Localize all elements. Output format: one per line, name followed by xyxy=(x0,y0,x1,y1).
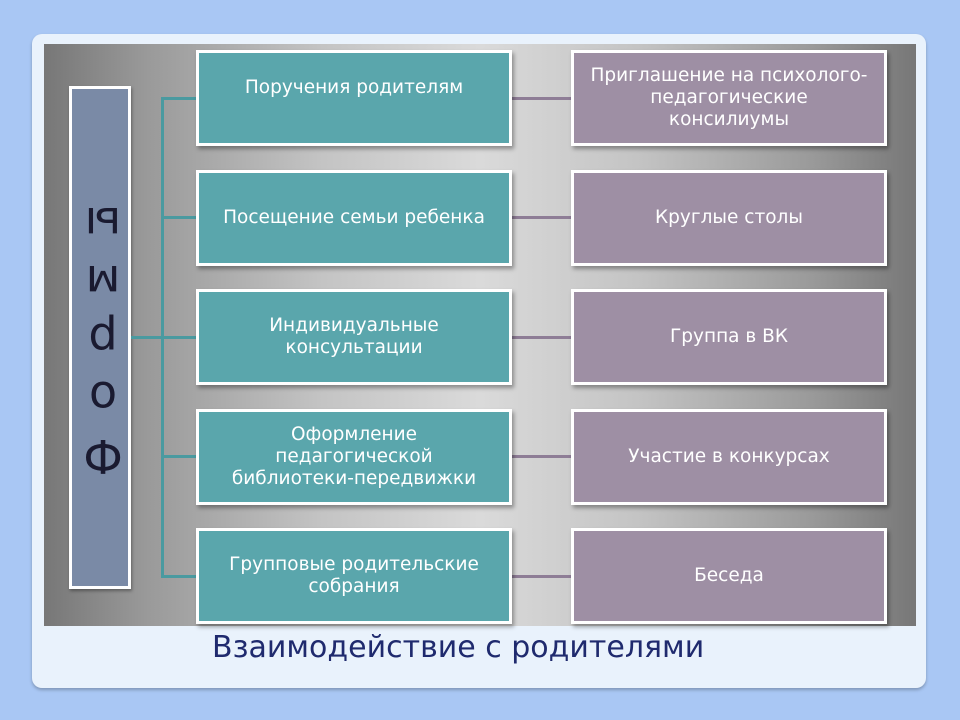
right-item: Круглые столы xyxy=(571,170,887,266)
right-item: Участие в конкурсах xyxy=(571,409,887,505)
right-item: Беседа xyxy=(571,528,887,624)
connector-pair xyxy=(512,97,573,100)
left-item: Оформление педагогической библиотеки-пер… xyxy=(196,409,512,505)
left-item: Индивидуальные консультации xyxy=(196,289,512,385)
vertical-label-char: м xyxy=(85,255,121,310)
connector-branch xyxy=(161,97,198,100)
vertical-label: Ф о р м ы xyxy=(72,89,134,592)
right-item: Группа в ВК xyxy=(571,289,887,385)
vertical-label-char: Ф xyxy=(83,429,123,484)
right-item: Приглашение на психолого-педагогические … xyxy=(571,50,887,146)
connector-branch xyxy=(161,336,198,339)
connector-pair xyxy=(512,575,573,578)
left-item: Посещение семьи ребенка xyxy=(196,170,512,266)
slide-caption: Взаимодействие с родителями xyxy=(212,630,705,665)
connector-pair xyxy=(512,455,573,458)
vertical-label-char: р xyxy=(88,313,118,368)
vertical-label-char: ы xyxy=(84,197,122,252)
connector-branch xyxy=(161,575,198,578)
connector-pair xyxy=(512,336,573,339)
connector-branch xyxy=(161,455,198,458)
vertical-label-box: Ф о р м ы xyxy=(69,86,131,589)
left-item: Поручения родителям xyxy=(196,50,512,146)
vertical-label-char: о xyxy=(88,371,118,426)
connector-pair xyxy=(512,216,573,219)
connector-branch xyxy=(161,216,198,219)
left-item: Групповые родительские собрания xyxy=(196,528,512,624)
connector-root xyxy=(131,336,163,339)
